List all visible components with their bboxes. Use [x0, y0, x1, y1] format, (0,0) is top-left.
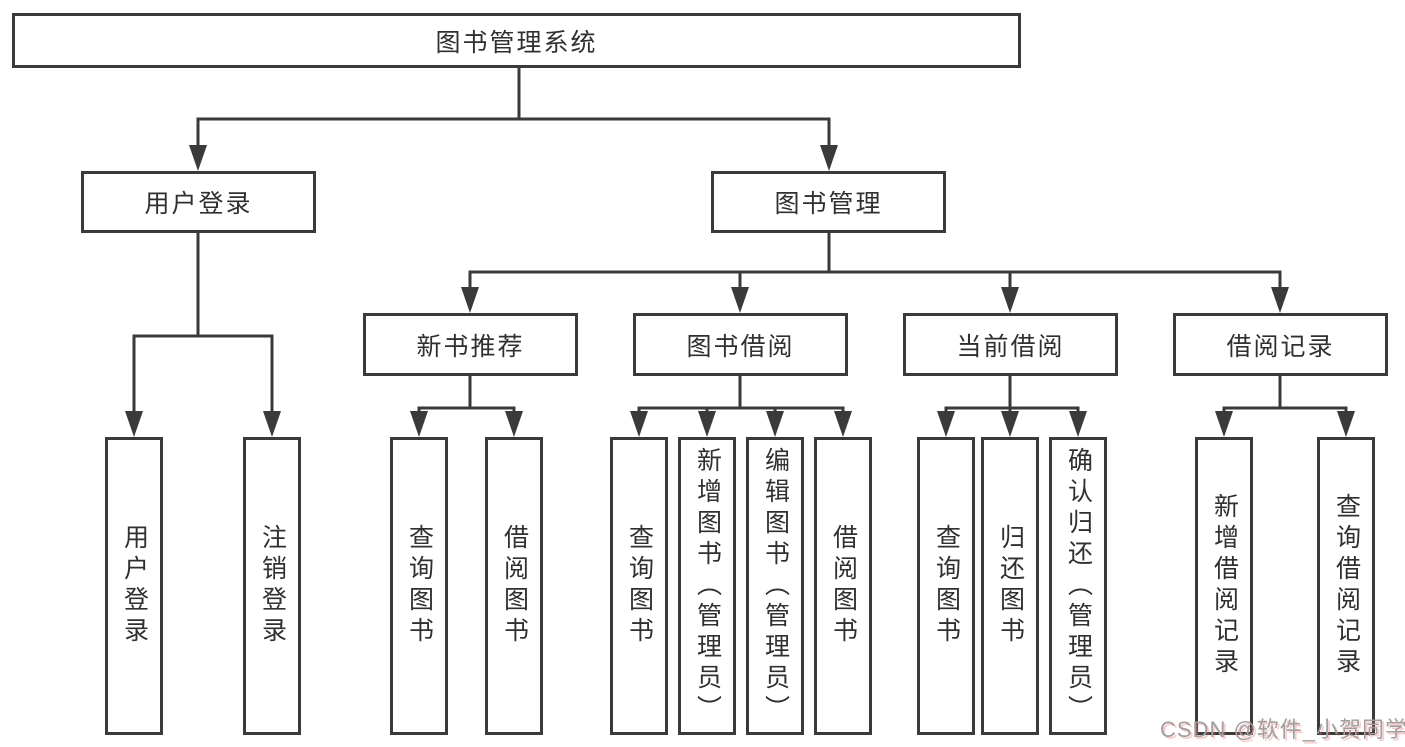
leaf-borrow-books-recommend: 借阅图书 — [485, 437, 543, 735]
leaf-borrow-books-borrowing-label: 借阅图书 — [829, 524, 858, 648]
leaf-query-books-borrowing: 查询图书 — [610, 437, 668, 735]
leaf-edit-book-admin: 编辑图书（管理员） — [746, 437, 804, 735]
node-new-book-recommendation-label: 新书推荐 — [416, 332, 525, 361]
node-new-book-recommendation: 新书推荐 — [363, 313, 578, 376]
node-user-login-label: 用户登录 — [144, 190, 253, 218]
leaf-query-books-current-label: 查询图书 — [932, 524, 961, 648]
leaf-query-borrow-record: 查询借阅记录 — [1317, 437, 1375, 735]
leaf-user-login: 用户登录 — [105, 437, 163, 735]
leaf-query-books-current: 查询图书 — [917, 437, 975, 735]
leaf-borrow-books-recommend-label: 借阅图书 — [500, 524, 529, 648]
leaf-edit-book-admin-label: 编辑图书（管理员） — [761, 446, 790, 726]
leaf-confirm-return-admin: 确认归还（管理员） — [1049, 437, 1107, 735]
node-current-borrowing-label: 当前借阅 — [956, 332, 1065, 361]
node-book-borrowing-label: 图书借阅 — [686, 332, 795, 361]
node-library-management-system: 图书管理系统 — [12, 13, 1021, 68]
leaf-return-books-label: 归还图书 — [996, 524, 1025, 648]
node-book-borrowing: 图书借阅 — [633, 313, 848, 376]
leaf-confirm-return-admin-label: 确认归还（管理员） — [1064, 446, 1093, 726]
leaf-add-book-admin-label: 新增图书（管理员） — [693, 446, 722, 726]
watermark: CSDN @软件_小贺同学 — [1160, 717, 1405, 742]
node-borrowing-records: 借阅记录 — [1173, 313, 1388, 376]
leaf-add-borrow-record: 新增借阅记录 — [1195, 437, 1253, 735]
node-current-borrowing: 当前借阅 — [903, 313, 1118, 376]
node-library-management-system-label: 图书管理系统 — [435, 28, 598, 57]
leaf-query-books-borrowing-label: 查询图书 — [625, 524, 654, 648]
leaf-query-books-recommend: 查询图书 — [390, 437, 448, 735]
leaf-return-books: 归还图书 — [981, 437, 1039, 735]
leaf-add-borrow-record-label: 新增借阅记录 — [1210, 493, 1239, 679]
node-borrowing-records-label: 借阅记录 — [1226, 332, 1335, 361]
leaf-borrow-books-borrowing: 借阅图书 — [814, 437, 872, 735]
leaf-add-book-admin: 新增图书（管理员） — [678, 437, 736, 735]
leaf-logout-label: 注销登录 — [258, 524, 287, 648]
node-book-management-label: 图书管理 — [774, 190, 883, 218]
leaf-user-login-label: 用户登录 — [120, 524, 149, 648]
node-book-management: 图书管理 — [711, 171, 946, 233]
leaf-logout: 注销登录 — [243, 437, 301, 735]
leaf-query-borrow-record-label: 查询借阅记录 — [1332, 493, 1361, 679]
leaf-query-books-recommend-label: 查询图书 — [405, 524, 434, 648]
node-user-login: 用户登录 — [81, 171, 316, 233]
